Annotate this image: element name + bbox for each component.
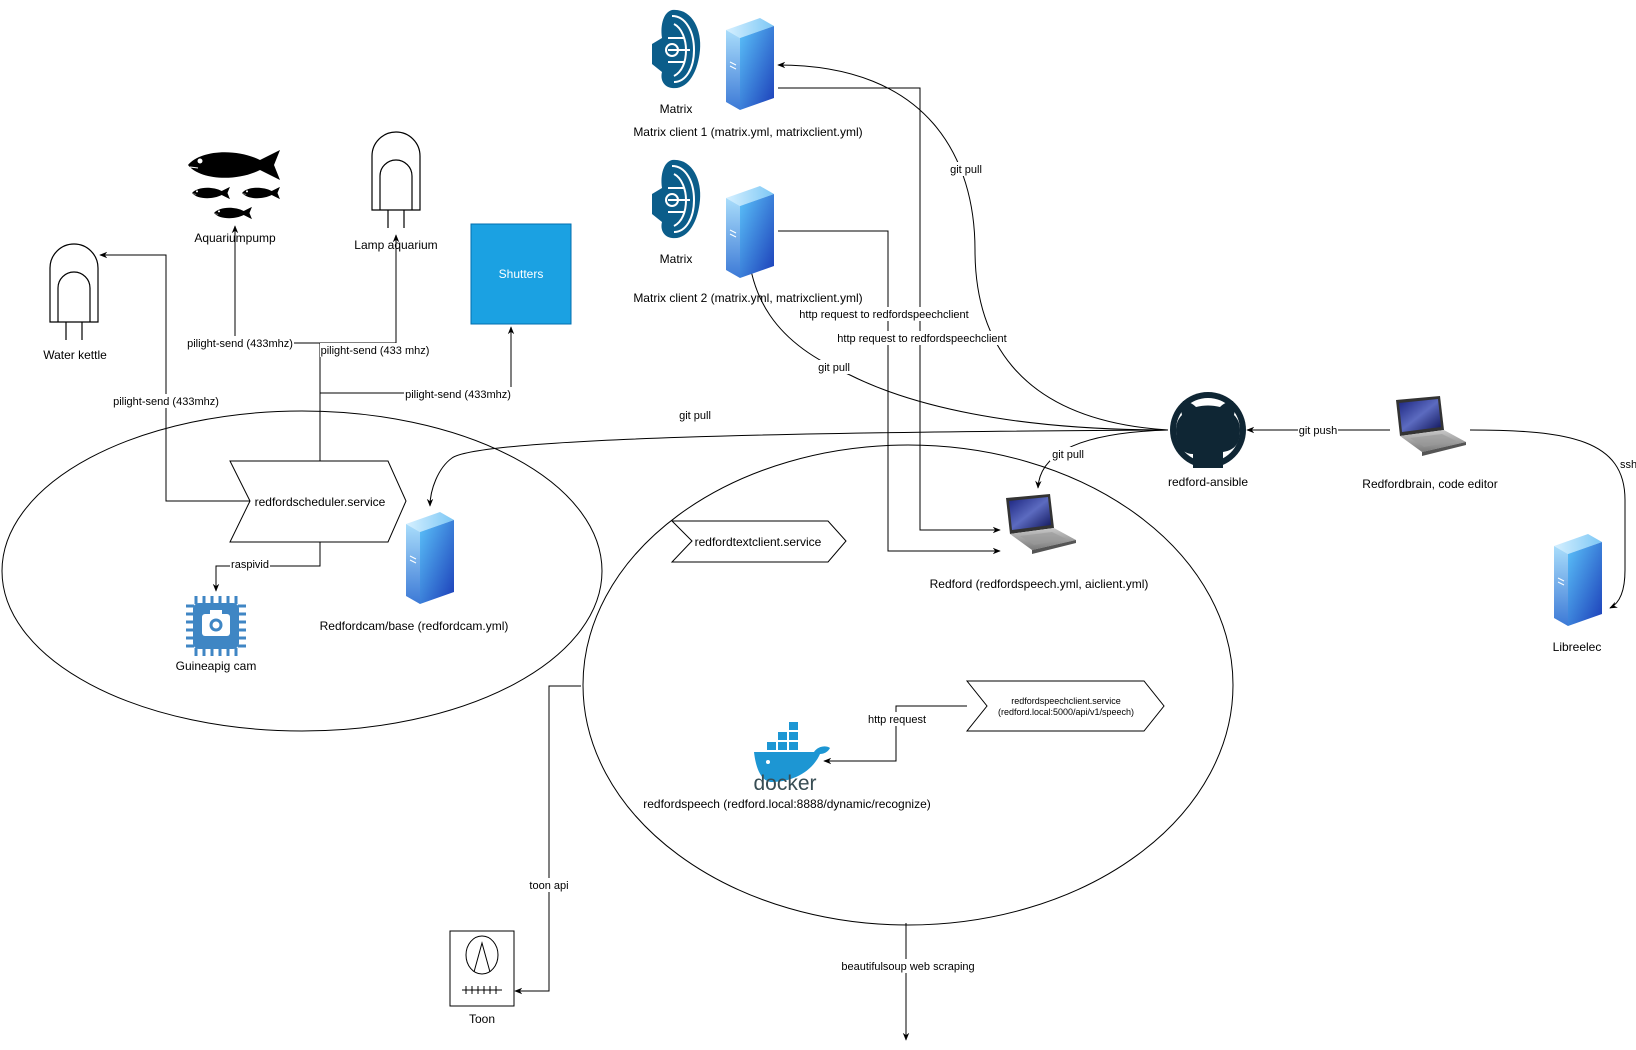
edge-git-pull-redford — [1035, 429, 1169, 489]
redfordtextclient-shape — [670, 520, 847, 563]
node-redfordtextclient[interactable]: redfordtextclient.service — [670, 520, 847, 563]
github-icon — [1170, 392, 1246, 468]
node-redford-ansible[interactable]: redford-ansible — [1168, 392, 1248, 489]
node-label-lamp-aquarium: Lamp aquarium — [354, 238, 437, 252]
edge-ssh — [1469, 429, 1626, 609]
edge-http-matrix2 — [778, 230, 1001, 555]
edge-label-pilight-pump: pilight-send (433mhz) — [187, 338, 293, 350]
edge-label-ssh: ssh — [1620, 459, 1636, 471]
node-redfordspeech[interactable]: docker redfordspeech (redford.local:8888… — [643, 722, 931, 811]
node-label-matrix-client-1: Matrix client 1 (matrix.yml, matrixclien… — [633, 125, 862, 139]
edge-label-beautifulsoup: beautifulsoup web scraping — [841, 961, 974, 973]
edge-label-toon-api: toon api — [529, 880, 568, 892]
node-label-matrix-1: Matrix — [660, 102, 693, 116]
node-redford[interactable]: Redford (redfordspeech.yml, aiclient.yml… — [930, 494, 1149, 591]
edge-label-git-pull-3: git pull — [679, 410, 711, 422]
node-label-redford: Redford (redfordspeech.yml, aiclient.yml… — [930, 577, 1149, 591]
node-label-speechclient-line1: redfordspeechclient.service — [1011, 696, 1121, 706]
node-label-redfordcam: Redfordcam/base (redfordcam.yml) — [320, 619, 509, 633]
thermostat-icon — [449, 930, 515, 1007]
laptop-icon — [1396, 396, 1466, 456]
edge-label-http-speech-1: http request to redfordspeechclient — [799, 309, 968, 321]
edge-label-raspivid: raspivid — [231, 559, 269, 571]
edge-label-git-push: git push — [1299, 425, 1338, 437]
node-label-redfordscheduler: redfordscheduler.service — [255, 495, 386, 509]
redfordcam-host-ellipse — [1, 410, 603, 732]
node-redfordbrain[interactable]: Redfordbrain, code editor — [1362, 396, 1498, 491]
node-label-shutters: Shutters — [499, 267, 544, 281]
node-libreelec[interactable]: Libreelec — [1553, 533, 1603, 654]
node-redfordcam[interactable]: Redfordcam/base (redfordcam.yml) — [320, 511, 509, 633]
redfordspeechclient-shape — [965, 680, 1165, 732]
edge-label-git-pull-1: git pull — [950, 164, 982, 176]
node-water-kettle[interactable]: Water kettle — [43, 243, 107, 362]
node-guineapig-cam[interactable]: Guineapig cam — [176, 596, 257, 673]
node-label-redford-ansible: redford-ansible — [1168, 475, 1248, 489]
edge-label-http-request: http request — [868, 714, 926, 726]
matrix-icon — [651, 158, 702, 240]
docker-icon: docker — [753, 722, 830, 795]
edge-label-git-pull-4: git pull — [1052, 449, 1084, 461]
node-label-redfordtextclient: redfordtextclient.service — [695, 535, 822, 549]
redford-host-ellipse — [582, 444, 1234, 926]
server-icon — [405, 511, 455, 605]
edge-git-pull-matrix1 — [777, 61, 1169, 431]
edge-git-pull-matrix2 — [744, 209, 1169, 431]
redfordscheduler-shape — [229, 460, 407, 543]
node-aquariumpump[interactable]: Aquariumpump — [187, 149, 281, 245]
node-toon[interactable]: Toon — [449, 930, 515, 1026]
shutters-box — [470, 223, 572, 325]
node-redfordscheduler[interactable]: redfordscheduler.service — [229, 460, 407, 543]
edge-pilight-shutters — [320, 326, 515, 394]
node-redfordspeechclient[interactable]: redfordspeechclient.service (redford.loc… — [965, 680, 1165, 732]
edge-label-pilight-kettle: pilight-send (433mhz) — [113, 396, 219, 408]
node-matrix-client-1[interactable]: Matrix client 1 (matrix.yml, matrixclien… — [633, 17, 863, 139]
chip-camera-icon — [186, 596, 246, 656]
bulb-icon — [371, 131, 421, 228]
server-icon — [1553, 533, 1603, 627]
node-label-speechclient-line2: (redford.local:5000/api/v1/speech) — [998, 707, 1134, 717]
edge-git-pull-redfordcam — [426, 429, 1169, 507]
node-label-matrix-2: Matrix — [660, 252, 693, 266]
edge-label-pilight-shutters: pilight-send (433mhz) — [405, 389, 511, 401]
edge-http-request-docker — [823, 705, 967, 765]
node-matrix-2[interactable]: Matrix — [651, 158, 702, 266]
edge-toon-api — [514, 685, 581, 995]
bulb-icon — [49, 243, 99, 340]
node-label-water-kettle: Water kettle — [43, 348, 107, 362]
node-matrix-1[interactable]: Matrix — [651, 8, 702, 116]
edge-label-git-pull-2: git pull — [818, 362, 850, 374]
node-label-redfordspeech: redfordspeech (redford.local:8888/dynami… — [643, 797, 931, 811]
matrix-icon — [651, 8, 702, 90]
node-matrix-client-2[interactable]: Matrix client 2 (matrix.yml, matrixclien… — [633, 185, 863, 305]
edge-labels: git pull git pull git pull git pull git … — [112, 162, 1636, 973]
node-label-toon: Toon — [469, 1012, 495, 1026]
node-label-guineapig-cam: Guineapig cam — [176, 659, 257, 673]
edge-label-http-speech-2: http request to redfordspeechclient — [837, 333, 1006, 345]
node-label-redfordbrain: Redfordbrain, code editor — [1362, 477, 1497, 491]
node-label-libreelec: Libreelec — [1553, 640, 1602, 654]
edge-label-pilight-lamp: pilight-send (433 mhz) — [321, 345, 430, 357]
node-label-aquariumpump: Aquariumpump — [194, 231, 276, 245]
edge-pilight-kettle — [99, 251, 250, 502]
node-shutters[interactable]: Shutters — [470, 223, 572, 325]
server-icon — [725, 17, 775, 111]
fish-icon — [187, 149, 281, 220]
server-icon — [725, 185, 775, 279]
docker-logo-text: docker — [753, 772, 816, 795]
node-label-matrix-client-2: Matrix client 2 (matrix.yml, matrixclien… — [633, 291, 862, 305]
node-lamp-aquarium[interactable]: Lamp aquarium — [354, 131, 438, 252]
laptop-icon — [1006, 494, 1076, 554]
